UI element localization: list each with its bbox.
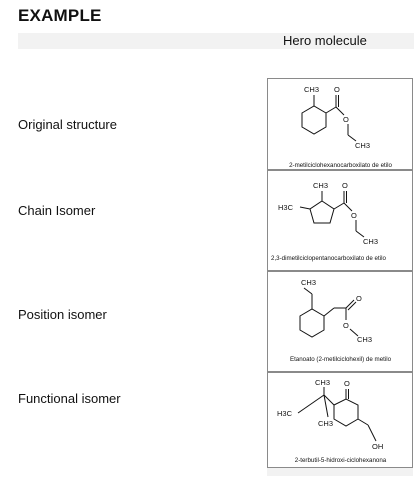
structure-cell-chain: CH3 H3C O O CH3 2,3-dimetilciclopentanoc… — [267, 170, 413, 271]
atom-ch3-top: CH3 — [304, 85, 319, 94]
page-title: EXAMPLE — [18, 6, 102, 25]
structure-caption-position: Etanoato (2-metilciclohexil) de metilo — [289, 356, 392, 363]
structure-drawing-chain: CH3 H3C O O CH3 — [278, 181, 378, 246]
structure-cell-functional: CH3 H3C CH3 O OH 2-terbutil-5-hidroxi-ci… — [267, 372, 413, 468]
atom-o-ester: O — [343, 321, 349, 330]
atom-o-ester: O — [351, 211, 357, 220]
atom-o-carbonyl: O — [342, 181, 348, 190]
row-label-chain: Chain Isomer — [18, 203, 96, 218]
atom-ch3-top: CH3 — [313, 181, 328, 190]
footer-band — [267, 468, 413, 476]
structure-drawing-functional: CH3 H3C CH3 O OH — [277, 378, 383, 451]
atom-ch3-bottom: CH3 — [318, 419, 333, 428]
atom-ch3-end: CH3 — [357, 335, 372, 344]
atom-ch3-top: CH3 — [301, 278, 316, 287]
atom-o-carbonyl: O — [334, 85, 340, 94]
structure-drawing-position: CH3 O O CH3 — [299, 278, 372, 344]
atom-ch3-end: CH3 — [363, 237, 378, 246]
header-band — [18, 33, 414, 49]
structure-caption-functional: 2-terbutil-5-hidroxi-ciclohexanona — [294, 457, 387, 464]
atom-oh: OH — [372, 442, 383, 451]
atom-h3c-left: H3C — [278, 203, 294, 212]
atom-o-ester: O — [343, 115, 349, 124]
atom-o-carbonyl: O — [356, 294, 362, 303]
structure-cell-position: CH3 O O CH3 Etanoato (2-metilciclohexil)… — [267, 271, 413, 372]
row-label-original: Original structure — [18, 117, 117, 132]
atom-ch3-top: CH3 — [315, 378, 330, 387]
row-label-position: Position isomer — [18, 307, 107, 322]
structure-caption-chain: 2,3-dimetilciclopentanocarboxilato de et… — [271, 255, 386, 262]
atom-o-ketone: O — [344, 379, 350, 388]
atom-h3c-left: H3C — [277, 409, 293, 418]
row-label-functional: Functional isomer — [18, 391, 121, 406]
structure-caption-original: 2-metilciclohexanocarboxilato de etilo — [289, 162, 392, 169]
column-header: Hero molecule — [283, 33, 367, 48]
structure-cell-original: CH3 O O CH3 2-metilciclohexanocarboxilat… — [267, 78, 413, 170]
structure-drawing-original: CH3 O O CH3 — [301, 85, 370, 150]
atom-ch3-end: CH3 — [355, 141, 370, 150]
